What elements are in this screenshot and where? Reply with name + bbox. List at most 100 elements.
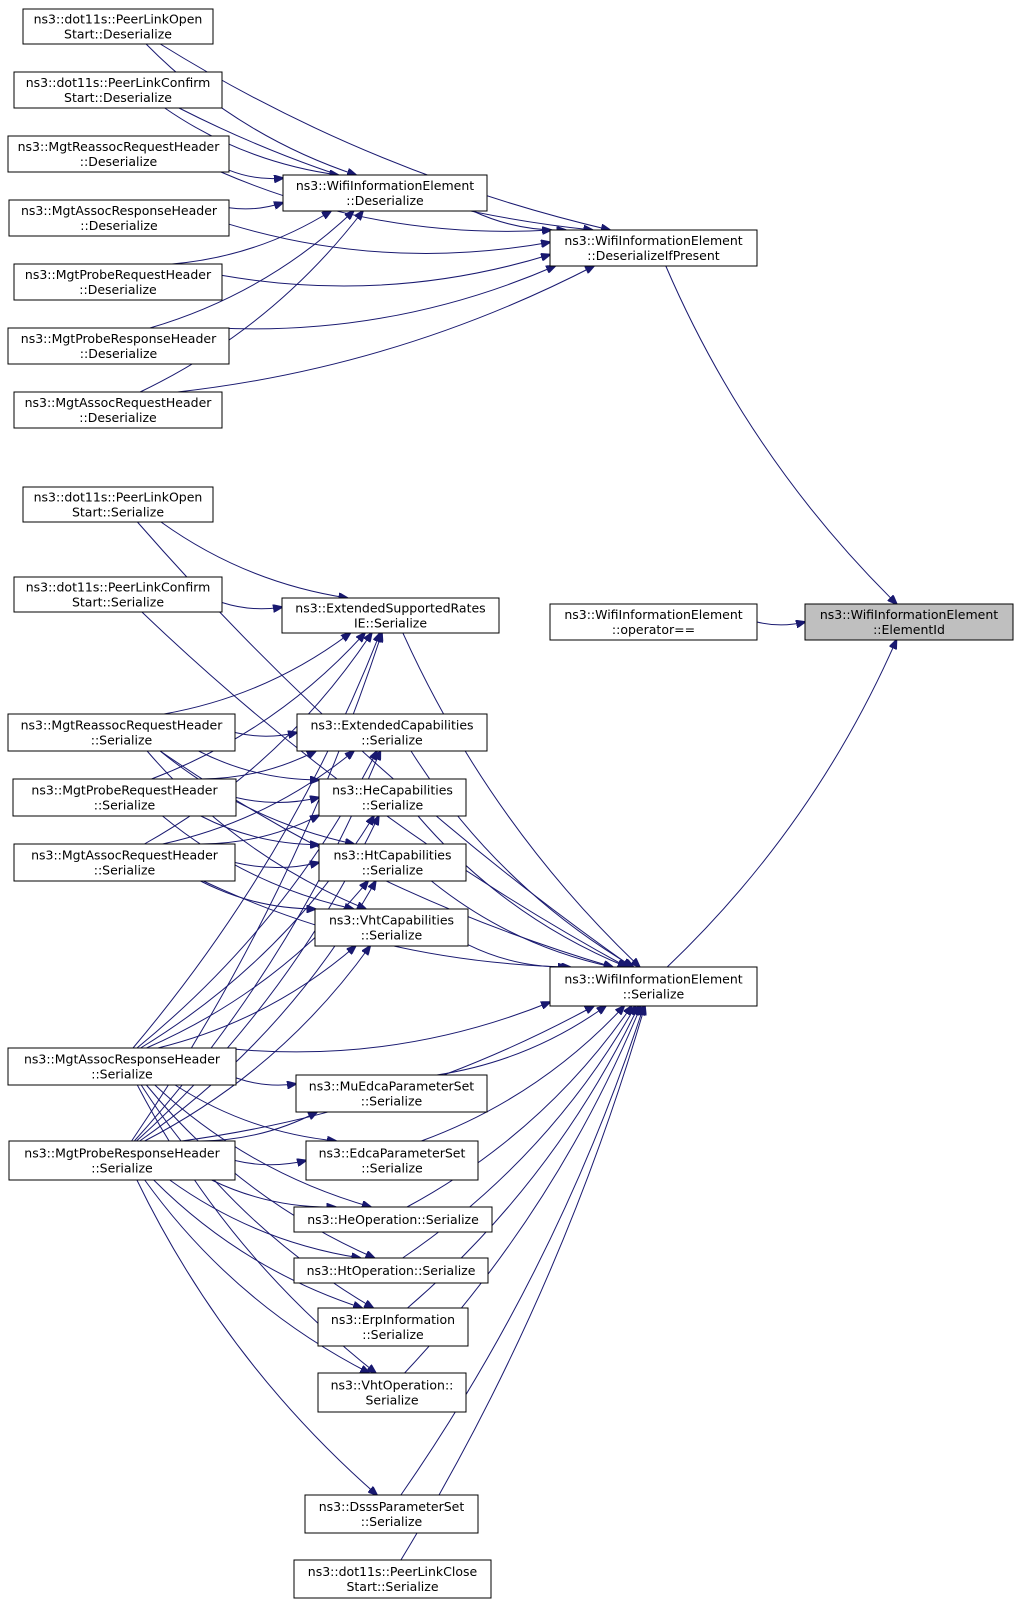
node-plo-ser[interactable]: ns3::dot11s::PeerLinkOpenStart::Serializ… xyxy=(22,486,214,523)
node-proberesp-ser[interactable]: ns3::MgtProbeResponseHeader::Serialize xyxy=(8,1140,236,1181)
edge-line xyxy=(200,751,316,780)
node-box xyxy=(549,229,758,267)
node-box xyxy=(304,1494,479,1534)
edge-plo_ser-to-esr_ser xyxy=(160,521,348,598)
node-label-line: ::Serialize xyxy=(91,733,153,748)
edge-line xyxy=(198,750,319,780)
node-extcap-ser[interactable]: ns3::ExtendedCapabilities::Serialize xyxy=(296,713,488,752)
node-plc-des[interactable]: ns3::dot11s::PeerLinkConfirmStart::Deser… xyxy=(13,71,223,109)
node-plc-ser[interactable]: ns3::dot11s::PeerLinkConfirmStart::Seria… xyxy=(13,576,223,613)
node-wie-des[interactable]: ns3::WifiInformationElement::Deserialize xyxy=(282,174,488,212)
node-reassoc-des[interactable]: ns3::MgtReassocRequestHeader::Deserializ… xyxy=(7,135,230,173)
node-label-line: ns3::WifiInformationElement xyxy=(564,972,742,987)
edge-line xyxy=(149,211,354,329)
edge-line xyxy=(235,1002,550,1053)
edge-wie_ser-to-wie_elemid xyxy=(666,640,896,968)
node-heop-ser[interactable]: ns3::HeOperation::Serialize xyxy=(293,1206,493,1233)
edge-line xyxy=(666,640,896,968)
node-box xyxy=(13,71,223,109)
node-vhtcap-ser[interactable]: ns3::VhtCapabilities::Serialize xyxy=(314,908,469,947)
node-box xyxy=(8,1140,236,1181)
edge-probereq_des-to-wie_desifp xyxy=(221,255,550,287)
node-label-line: IE::Serialize xyxy=(354,616,427,631)
edge-proberesp_ser-to-heop_ser xyxy=(211,1179,336,1207)
edge-line xyxy=(140,1084,373,1308)
node-dsss-ser[interactable]: ns3::DsssParameterSet::Serialize xyxy=(304,1494,479,1534)
node-box xyxy=(282,174,488,212)
edge-line xyxy=(200,1112,317,1142)
node-box xyxy=(293,1257,489,1284)
edge-reassoc_des-to-wie_des xyxy=(228,169,283,178)
node-vhtop-ser[interactable]: ns3::VhtOperation::Serialize xyxy=(317,1372,467,1413)
edge-reassoc_des-to-wie_desifp xyxy=(220,171,551,231)
edge-line xyxy=(132,633,380,1049)
node-assocreq-ser[interactable]: ns3::MgtAssocRequestHeader::Serialize xyxy=(13,843,236,882)
node-plo-des[interactable]: ns3::dot11s::PeerLinkOpenStart::Deserial… xyxy=(22,8,214,45)
node-wie-elemid[interactable]: ns3::WifiInformationElement::ElementId xyxy=(804,603,1014,641)
node-label-line: ns3::HeOperation::Serialize xyxy=(307,1212,479,1227)
edge-proberesp_ser-to-wie_ser xyxy=(181,1006,594,1142)
edge-probereq_des-to-wie_des xyxy=(171,211,331,265)
edge-assocresp_ser-to-heop_ser xyxy=(154,1084,371,1207)
node-label-line: ::Serialize xyxy=(362,1327,424,1342)
node-box xyxy=(7,1047,237,1086)
edge-esr_ser-to-wie_ser xyxy=(402,632,640,967)
edge-probereq_ser-to-esr_ser xyxy=(151,633,365,780)
edge-line xyxy=(756,622,805,625)
node-box xyxy=(13,576,223,613)
node-label-line: ::Serialize xyxy=(361,1094,423,1109)
edge-line xyxy=(402,632,640,967)
edge-line xyxy=(216,266,555,330)
node-htcap-ser[interactable]: ns3::HtCapabilities::Serialize xyxy=(318,843,467,882)
edge-line xyxy=(400,1006,645,1561)
edge-wie_opeq-to-wie_elemid xyxy=(756,622,805,625)
node-hecap-ser[interactable]: ns3::HeCapabilities::Serialize xyxy=(318,778,467,817)
edge-assocresp_ser-to-vhtcap_ser xyxy=(157,946,356,1049)
node-muedca-ser[interactable]: ns3::MuEdcaParameterSet::Serialize xyxy=(295,1074,488,1113)
node-erp-ser[interactable]: ns3::ErpInformation::Serialize xyxy=(317,1307,469,1347)
node-assocresp-des[interactable]: ns3::MgtAssocResponseHeader::Deserialize xyxy=(8,199,230,237)
node-box xyxy=(7,713,236,752)
node-assocreq-des[interactable]: ns3::MgtAssocRequestHeader::Deserialize xyxy=(13,391,223,429)
node-proberesp-des[interactable]: ns3::MgtProbeResponseHeader::Deserialize xyxy=(7,327,230,365)
node-wie-opeq[interactable]: ns3::WifiInformationElement::operator== xyxy=(549,603,758,641)
edge-probereq_ser-to-hecap_ser xyxy=(235,798,319,803)
edge-plc_des-to-wie_desifp xyxy=(178,107,593,230)
edge-reassoc_ser-to-htcap_ser xyxy=(159,750,354,844)
edge-proberesp_ser-to-muedca_ser xyxy=(200,1112,317,1142)
edge-assocresp_ser-to-erp_ser xyxy=(140,1084,373,1308)
node-htop-ser[interactable]: ns3::HtOperation::Serialize xyxy=(293,1257,489,1284)
node-box xyxy=(7,327,230,365)
node-label-line: ::Serialize xyxy=(361,1514,423,1529)
node-label-line: ns3::WifiInformationElement xyxy=(820,607,998,622)
node-box xyxy=(12,778,237,817)
node-label-line: Start::Deserialize xyxy=(64,90,172,105)
node-plclose-ser[interactable]: ns3::dot11s::PeerLinkCloseStart::Seriali… xyxy=(293,1559,492,1599)
node-wie-ser[interactable]: ns3::WifiInformationElement::Serialize xyxy=(549,966,758,1007)
node-label-line: ns3::HeCapabilities xyxy=(332,783,453,798)
edge-line xyxy=(163,633,350,715)
node-label-line: ::Serialize xyxy=(94,863,156,878)
node-edca-ser[interactable]: ns3::EdcaParameterSet::Serialize xyxy=(305,1140,479,1181)
node-label-line: ::Serialize xyxy=(361,1161,423,1176)
edge-line xyxy=(169,1179,361,1258)
node-label-line: Start::Serialize xyxy=(72,505,164,520)
edge-proberesp_ser-to-edca_ser xyxy=(234,1161,306,1165)
edge-line xyxy=(234,733,297,737)
edge-line xyxy=(144,1179,370,1373)
node-wie-desifp[interactable]: ns3::WifiInformationElement::Deserialize… xyxy=(549,229,758,267)
node-assocresp-ser[interactable]: ns3::MgtAssocResponseHeader::Serialize xyxy=(7,1047,237,1086)
edge-assocreq_ser-to-extcap_ser xyxy=(162,751,354,845)
node-reassoc-ser[interactable]: ns3::MgtReassocRequestHeader::Serialize xyxy=(7,713,236,752)
node-box xyxy=(7,135,230,173)
node-probereq-ser[interactable]: ns3::MgtProbeRequestHeader::Serialize xyxy=(12,778,237,817)
node-probereq-des[interactable]: ns3::MgtProbeRequestHeader::Deserialize xyxy=(13,263,223,301)
edge-line xyxy=(200,815,319,845)
edge-line xyxy=(146,750,366,909)
edge-htcap_ser-to-wie_ser xyxy=(431,880,612,967)
node-label-line: ::Deserialize xyxy=(80,218,158,233)
edge-line xyxy=(177,266,595,393)
edge-line xyxy=(139,211,363,393)
node-box xyxy=(281,597,500,634)
